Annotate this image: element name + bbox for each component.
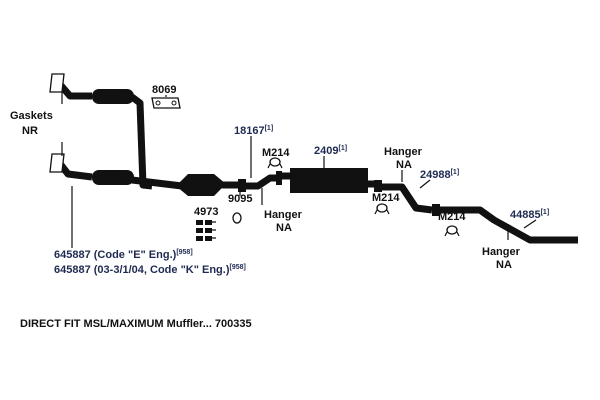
label-hanger-b: Hanger <box>264 209 303 221</box>
hanger-m214-icon-b <box>374 203 390 215</box>
muffler <box>290 168 368 193</box>
gasket-8069-icon <box>151 97 181 109</box>
hanger-m214-icon-a <box>267 157 283 169</box>
label-m214-c: M214 <box>438 211 466 223</box>
lower-manifold-flange <box>49 153 65 173</box>
label-hanger-b-code: NA <box>276 222 292 234</box>
footer-caption: DIRECT FIT MSL/MAXIMUM Muffler... 700335 <box>20 318 252 330</box>
main-catalytic-converter <box>176 174 226 196</box>
flange-18167 <box>276 171 282 185</box>
label-m214-a: M214 <box>262 147 290 159</box>
label-part-645887-k: 645887 (03-3/1/04, Code "K" Eng.)[958] <box>54 264 246 276</box>
label-gaskets-code: NR <box>22 125 38 137</box>
label-hanger-a: Hanger <box>384 146 423 158</box>
leader-24988 <box>419 179 431 189</box>
label-gaskets: Gaskets <box>10 110 53 122</box>
upper-manifold-flange <box>49 73 65 93</box>
label-part-24988: 24988[1] <box>420 169 459 181</box>
label-m214-b: M214 <box>372 192 400 204</box>
label-part-9095: 9095 <box>228 193 252 205</box>
bolt-kit-4973-icon <box>196 220 216 241</box>
gasket-9095 <box>238 179 246 192</box>
label-part-8069: 8069 <box>152 84 176 96</box>
tailpipe-rear <box>440 206 578 244</box>
label-part-4973: 4973 <box>194 206 218 218</box>
ring-gasket-icon <box>232 212 242 224</box>
label-part-2409: 2409[1] <box>314 145 347 157</box>
lower-catalytic-converter <box>92 170 134 185</box>
hanger-m214-icon-c <box>444 225 460 237</box>
tailpipe-mid <box>382 183 433 214</box>
label-part-44885: 44885[1] <box>510 209 549 221</box>
clamp-44885 <box>432 204 440 216</box>
clamp-24988 <box>374 180 382 192</box>
upper-catalytic-converter <box>92 89 134 104</box>
label-hanger-c-code: NA <box>496 259 512 271</box>
label-part-645887-e: 645887 (Code "E" Eng.)[958] <box>54 249 193 261</box>
flex-joint-pipe <box>246 174 276 190</box>
label-part-18167: 18167[1] <box>234 125 273 137</box>
label-hanger-a-code: NA <box>396 159 412 171</box>
label-hanger-c: Hanger <box>482 246 521 258</box>
leader-44885 <box>523 219 537 229</box>
